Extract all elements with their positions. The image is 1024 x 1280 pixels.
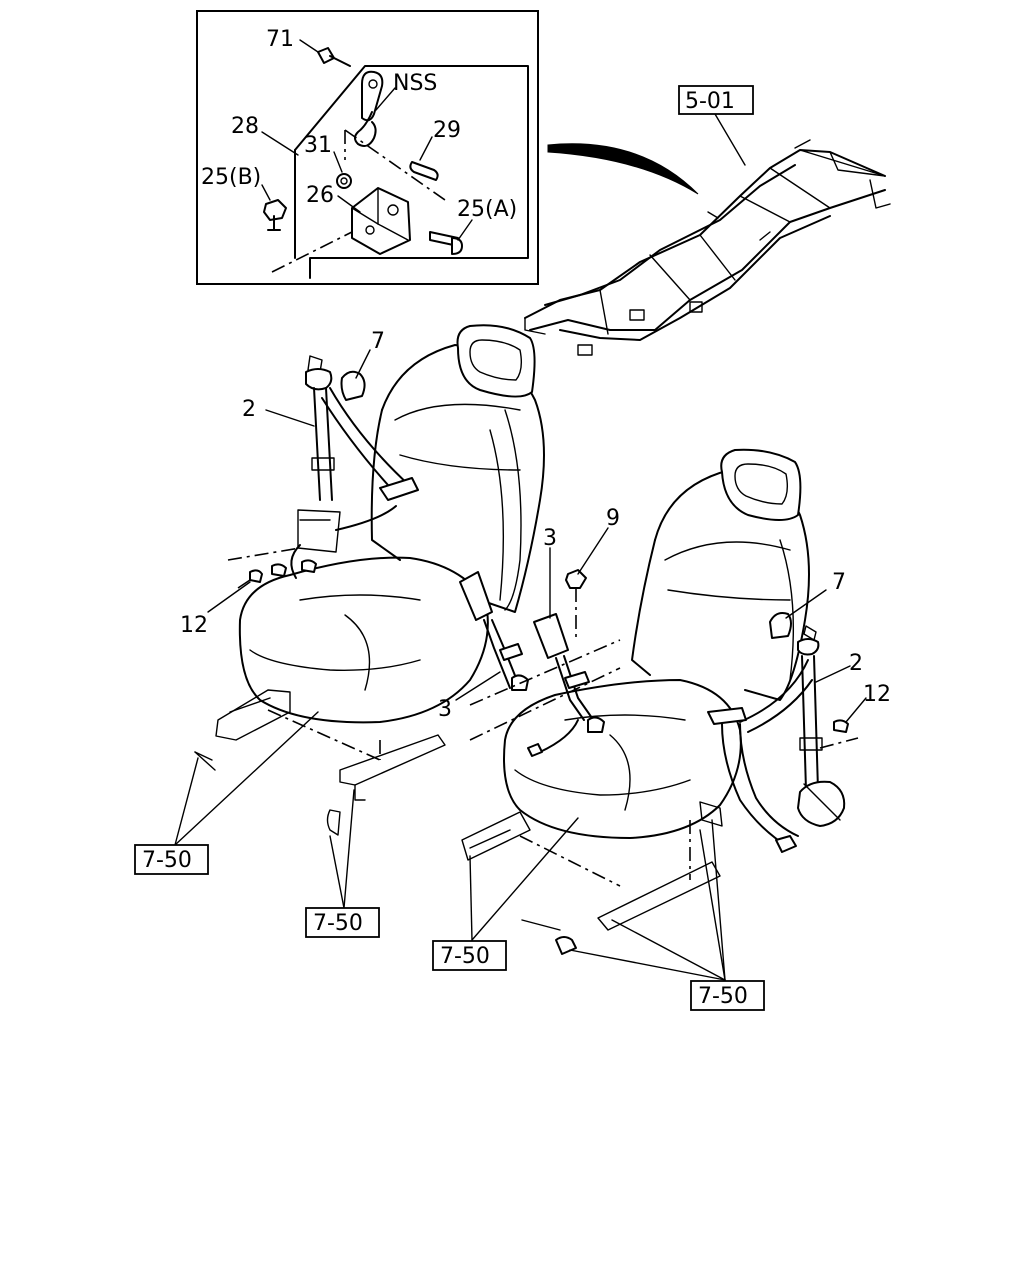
reference-frame-label: 5-01 [685,89,735,114]
reference-label-c: 7-50 [440,944,490,969]
bolt-25b-icon [263,199,287,231]
callout-7-left: 7 [371,329,385,354]
callout-9: 9 [606,506,620,531]
callout-12-left: 12 [180,613,208,638]
nut-31-icon [336,173,352,189]
reference-label-d: 7-50 [698,984,748,1009]
callout-2-right: 2 [849,651,863,676]
callout-71: 71 [266,27,294,52]
callout-29: 29 [433,118,461,143]
callout-3-center: 3 [543,526,557,551]
detail-inset: 71 NSS 28 29 31 25(B) 26 25(A) [196,10,539,285]
callout-31: 31 [304,133,332,158]
spacer-29-icon [409,161,439,181]
reference-box-a[interactable]: 7-50 [134,844,209,875]
left-outer-belt-icon [227,355,419,589]
bracket-26-icon [351,187,411,255]
left-seat-icon [194,324,545,836]
callout-12-right: 12 [863,682,891,707]
center-buckles-icon [459,569,621,757]
callout-3-lower: 3 [438,697,452,722]
callout-26: 26 [306,183,334,208]
reference-box-c[interactable]: 7-50 [432,940,507,971]
swoosh-arrow [547,143,699,195]
reference-label-b: 7-50 [313,911,363,936]
reference-label-a: 7-50 [142,848,192,873]
reference-box-d[interactable]: 7-50 [690,980,765,1011]
right-seat-icon [461,448,810,955]
callout-25a: 25(A) [457,197,517,222]
callout-28: 28 [231,114,259,139]
belt-guide-7-icon [340,370,366,401]
callout-2-left: 2 [242,397,256,422]
bolt-25a-icon [429,231,463,255]
anchor-hook-icon [354,70,384,147]
reference-frame-box[interactable]: 5-01 [678,85,754,115]
callout-nss: NSS [393,71,437,96]
right-outer-belt-icon [707,612,859,853]
chassis-frame-icon [524,139,891,356]
callout-7-right: 7 [832,570,846,595]
callout-25b: 25(B) [201,165,261,190]
reference-box-b[interactable]: 7-50 [305,907,380,938]
bolt-71-icon [317,47,351,67]
